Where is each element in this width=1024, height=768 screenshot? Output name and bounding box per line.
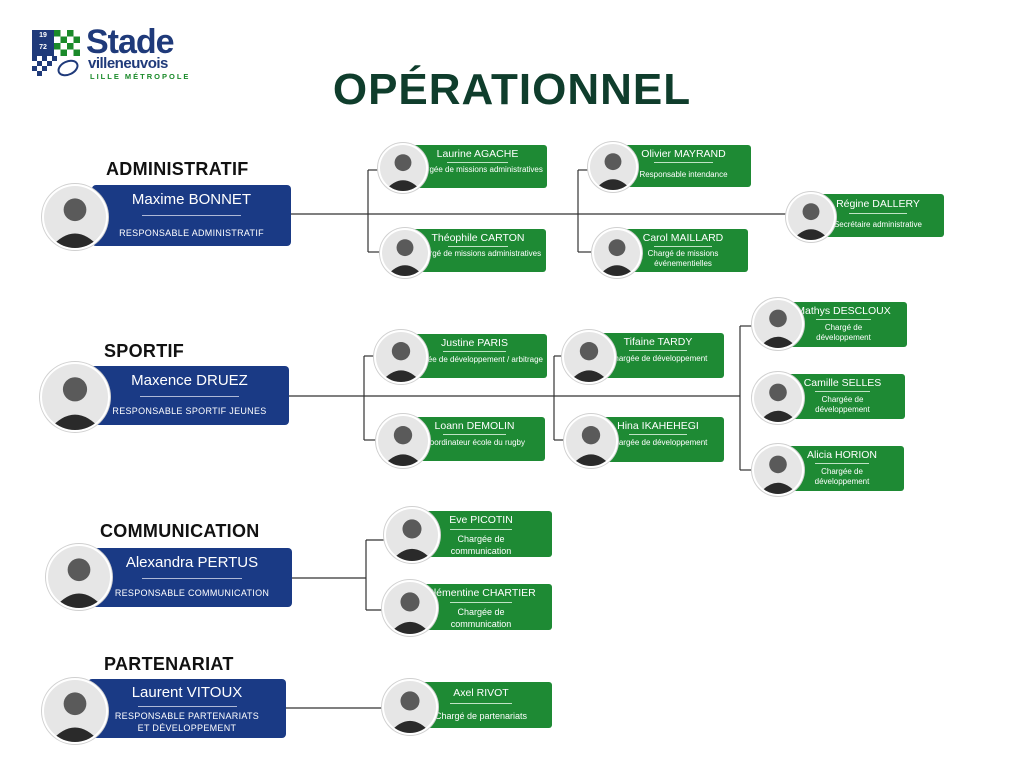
member-name: Tifaine TARDY <box>623 336 693 348</box>
member-name: Loann DEMOLIN <box>434 420 515 432</box>
avatar-photo <box>382 679 438 735</box>
avatar-photo <box>752 444 804 496</box>
rugby-ball-icon <box>32 56 79 77</box>
head-divider <box>139 396 240 397</box>
member-role: Coordinateur école du rugby <box>424 438 525 447</box>
member-role: Chargée de communication <box>450 534 512 556</box>
head-divider <box>141 215 242 216</box>
member-divider <box>628 434 688 435</box>
head-name: Maxime BONNET <box>131 191 252 208</box>
member-name: Régine DALLERY <box>836 198 920 210</box>
logo-brand: Stade <box>86 23 175 61</box>
member-name: Théophile CARTON <box>431 232 525 244</box>
member-divider <box>449 703 513 704</box>
member-role: Chargé de développement <box>816 323 871 342</box>
member-name: Hina IKAHEHEGI <box>617 420 699 432</box>
member-role: Chargée de développement <box>608 438 708 447</box>
checkerboard-icon <box>54 30 80 56</box>
member-divider <box>814 463 870 464</box>
member-name: Carol MAILLARD <box>642 232 724 244</box>
head-card-sportif: Maxence DRUEZ RESPONSABLE SPORTIF JEUNES <box>90 366 289 425</box>
avatar-photo <box>382 580 438 636</box>
member-divider <box>654 246 712 247</box>
member-name: Clémentine CHARTIER <box>426 587 536 599</box>
head-role: RESPONSABLE SPORTIF JEUNES <box>112 406 267 416</box>
member-role: Chargée de communication <box>450 607 512 629</box>
head-role: RESPONSABLE COMMUNICATION <box>114 588 270 598</box>
member-name: Eve PICOTIN <box>449 514 513 526</box>
member-divider <box>449 529 513 530</box>
member-card: Olivier MAYRAND Responsable intendance <box>616 145 751 187</box>
member-divider <box>628 350 688 351</box>
member-divider <box>448 246 508 247</box>
avatar-photo <box>374 330 428 384</box>
member-name: Olivier MAYRAND <box>641 148 726 160</box>
member-name: Mathys DESCLOUX <box>796 305 891 317</box>
member-divider <box>815 391 870 392</box>
head-divider <box>137 706 237 707</box>
member-name: Justine PARIS <box>441 337 508 349</box>
member-role: Chargé de partenariats <box>434 711 528 721</box>
member-divider <box>446 162 509 163</box>
head-name: Alexandra PERTUS <box>125 554 259 571</box>
member-role: Chargée de développement / arbitrage <box>406 355 543 364</box>
head-card-administratif: Maxime BONNET RESPONSABLE ADMINISTRATIF <box>92 185 291 246</box>
member-name: Laurine AGACHE <box>436 148 519 160</box>
member-divider <box>848 213 908 214</box>
avatar-photo <box>786 192 836 242</box>
logo-year-top: 19 <box>39 32 47 39</box>
avatar-photo <box>588 142 638 192</box>
page-title: OPÉRATIONNEL <box>332 65 692 114</box>
member-name: Axel RIVOT <box>453 687 509 699</box>
avatar-photo <box>378 143 428 193</box>
avatar-photo <box>42 184 108 250</box>
member-role: Chargée de développement <box>608 354 708 363</box>
avatar-photo <box>562 330 616 384</box>
head-name: Laurent VITOUX <box>131 684 243 701</box>
avatar-photo <box>42 678 108 744</box>
section-title-administratif: ADMINISTRATIF <box>106 159 249 179</box>
head-card-communication: Alexandra PERTUS RESPONSABLE COMMUNICATI… <box>92 548 292 607</box>
member-role: Chargée de développement <box>814 467 870 486</box>
head-role: RESPONSABLE ADMINISTRATIF <box>119 228 264 238</box>
avatar-photo <box>564 414 618 468</box>
section-title-communication: COMMUNICATION <box>100 521 260 541</box>
avatar-photo <box>40 362 110 432</box>
avatar-photo <box>752 298 804 350</box>
member-card: Loann DEMOLIN Coordinateur école du rugb… <box>404 417 545 461</box>
member-role: Responsable intendance <box>639 170 728 179</box>
avatar-photo <box>592 228 642 278</box>
member-name: Alicia HORION <box>806 449 877 461</box>
logo-year-bottom: 72 <box>39 44 47 51</box>
head-card-partenariat: Laurent VITOUX RESPONSABLE PARTENARIATS … <box>88 679 286 738</box>
club-logo: 19 72 Stade villeneuvois LILLE MÉTROPOLE <box>32 23 222 88</box>
member-divider <box>442 351 507 352</box>
section-title-partenariat: PARTENARIAT <box>104 654 234 674</box>
head-name: Maxence DRUEZ <box>131 372 248 389</box>
head-role: RESPONSABLE PARTENARIATS ET DÉVELOPPEMEN… <box>114 711 260 733</box>
section-title-sportif: SPORTIF <box>104 341 185 361</box>
logo-brand-sub: villeneuvois <box>88 55 168 72</box>
logo-year-block: 19 72 <box>32 30 54 56</box>
head-divider <box>142 578 242 579</box>
member-role: Secrétaire administrative <box>833 220 923 229</box>
avatar-photo <box>384 507 440 563</box>
member-name: Camille SELLES <box>803 377 882 389</box>
member-role: Chargé de missions administratives <box>414 249 542 258</box>
member-card: Théophile CARTON Chargé de missions admi… <box>410 229 546 272</box>
member-divider <box>815 319 872 320</box>
member-role: Chargée de développement <box>815 395 870 414</box>
member-role: Chargé de missions événementielles <box>647 249 719 268</box>
member-role: Chargée de missions administratives <box>412 165 543 174</box>
member-divider <box>653 162 714 163</box>
avatar-photo <box>376 414 430 468</box>
avatar-photo <box>380 228 430 278</box>
member-card: Laurine AGACHE Chargée de missions admin… <box>408 145 547 188</box>
avatar-photo <box>752 372 804 424</box>
avatar-photo <box>46 544 112 610</box>
member-divider <box>449 602 513 603</box>
logo-tagline: LILLE MÉTROPOLE <box>90 72 191 81</box>
member-divider <box>443 434 506 435</box>
